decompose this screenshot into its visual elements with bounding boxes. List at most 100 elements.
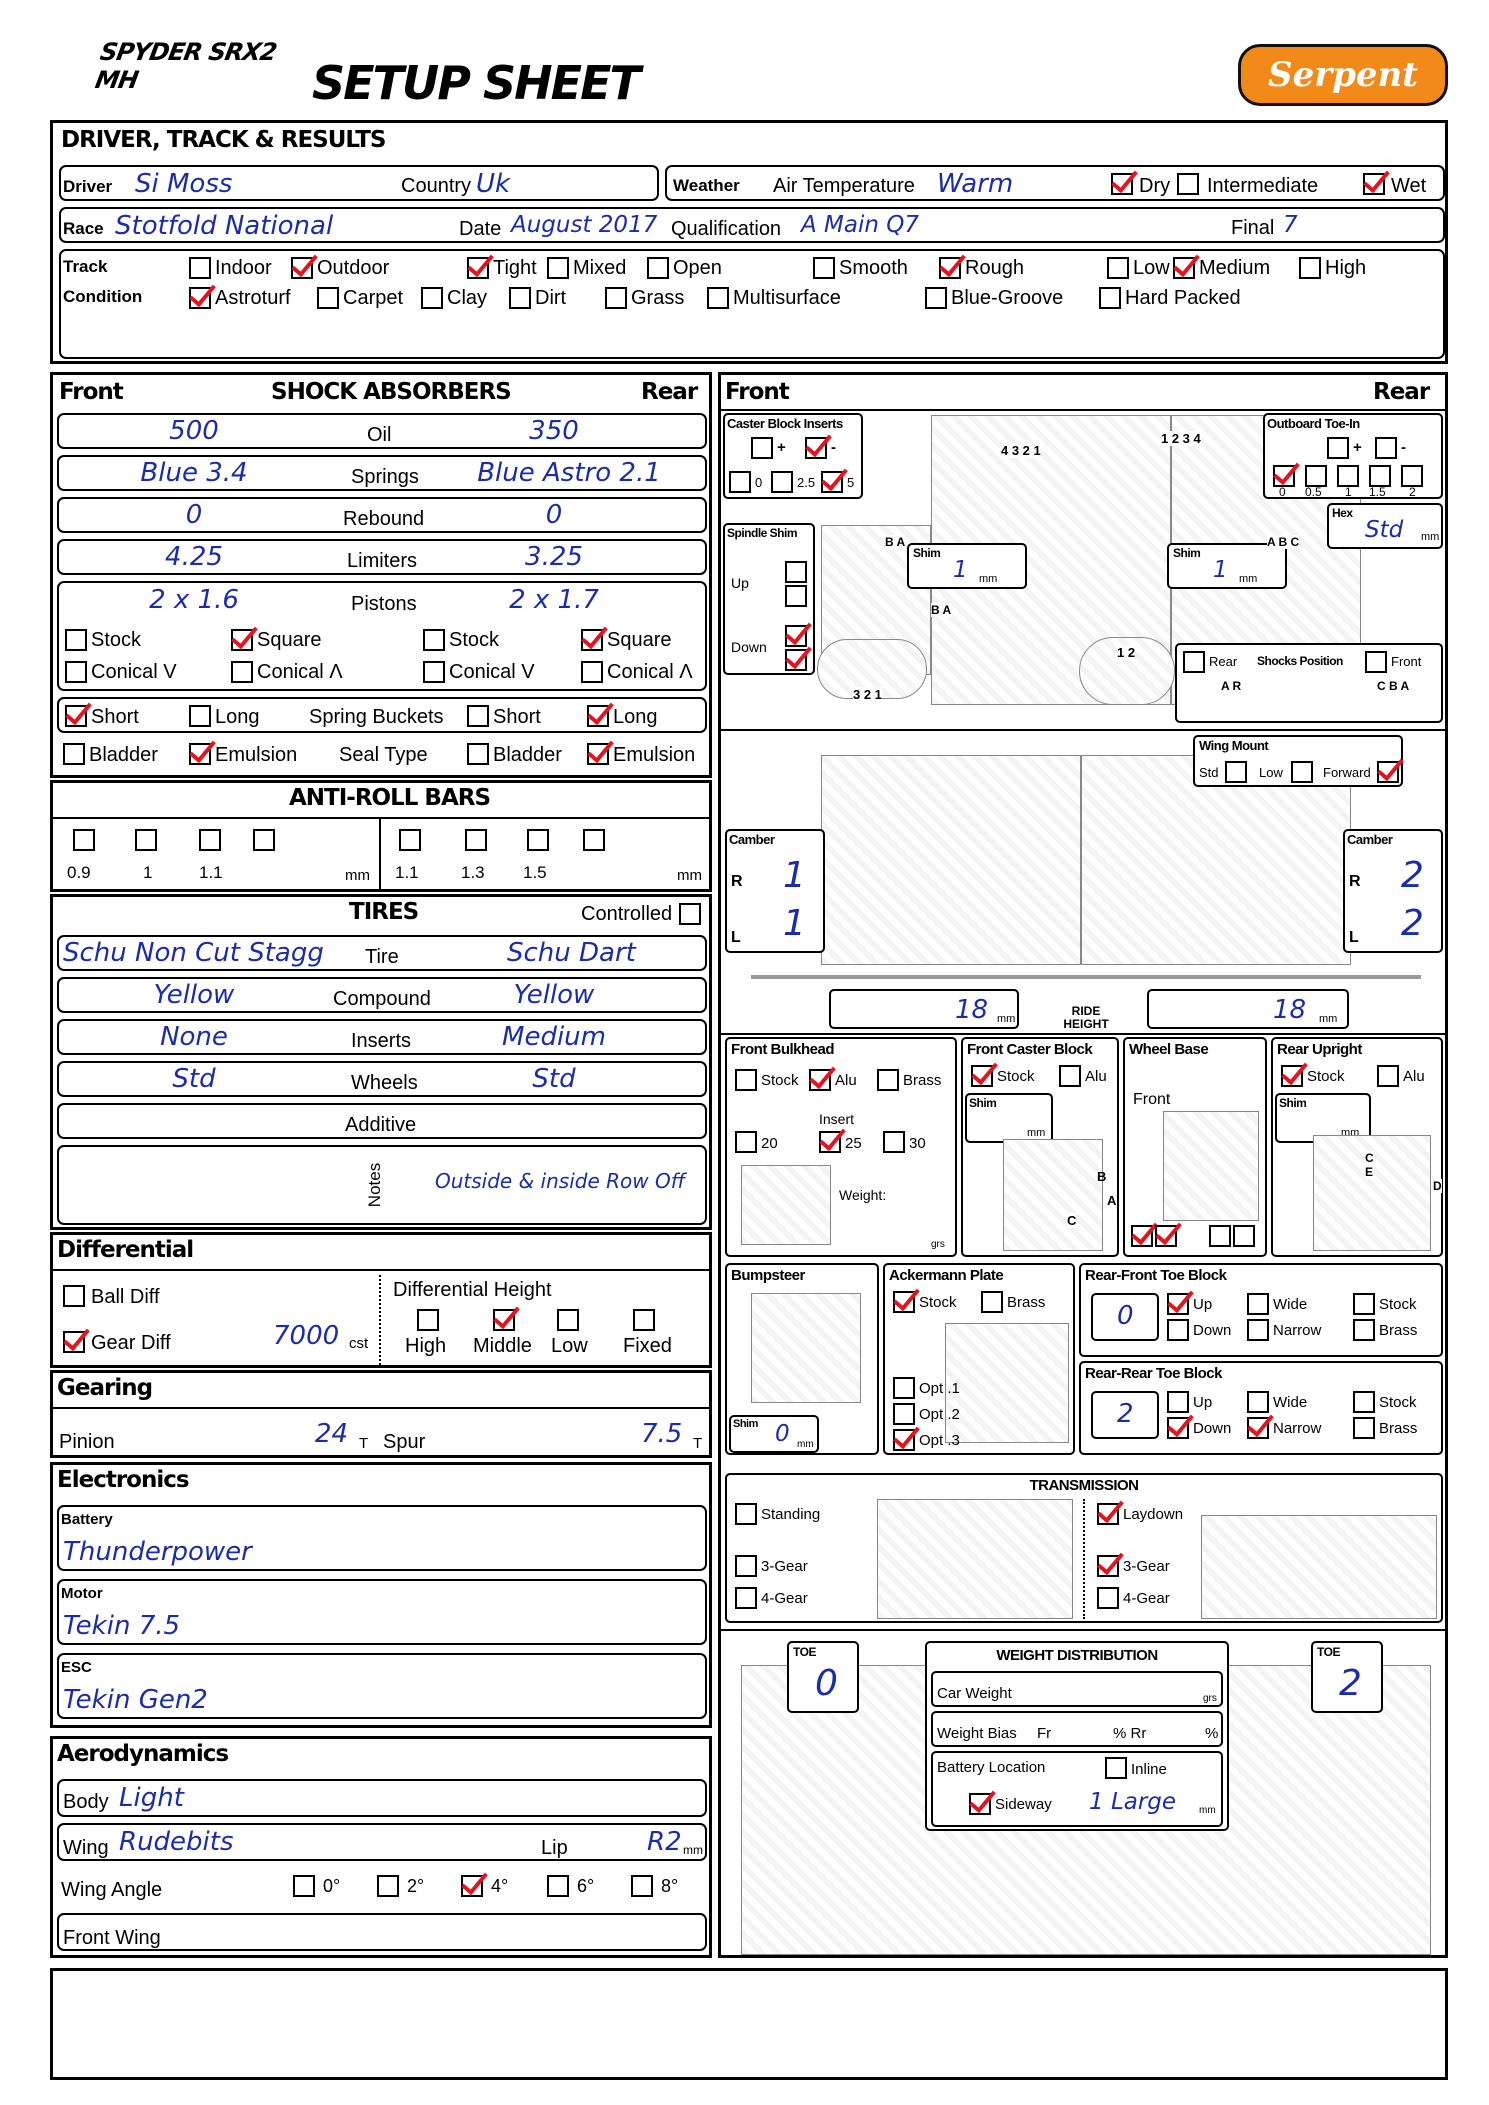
rough-checkbox[interactable] — [939, 257, 961, 279]
compound-rear[interactable]: Yellow — [513, 980, 595, 1010]
front-camber-left-value[interactable]: 1 — [783, 903, 806, 944]
outboard-toe-plus-checkbox[interactable] — [1327, 437, 1349, 459]
motor-value[interactable]: Tekin 7.5 — [63, 1611, 181, 1641]
wing-angle-6-checkbox[interactable] — [547, 1875, 569, 1897]
astroturf-checkbox[interactable] — [189, 287, 211, 309]
arb-rear-extra-checkbox[interactable] — [583, 829, 605, 851]
tire-rear[interactable]: Schu Dart — [507, 938, 636, 968]
ackermann-opt3-checkbox[interactable] — [893, 1429, 915, 1451]
limiters-rear[interactable]: 3.25 — [525, 542, 583, 572]
country-value[interactable]: Uk — [476, 169, 511, 199]
ackermann-opt2-checkbox[interactable] — [893, 1403, 915, 1425]
wheels-rear[interactable]: Std — [532, 1064, 576, 1094]
rear-front-toe-value[interactable]: 0 — [1117, 1301, 1134, 1331]
outboard-toe-0-checkbox[interactable] — [1273, 465, 1295, 487]
ackermann-stock-checkbox[interactable] — [893, 1291, 915, 1313]
mixed-checkbox[interactable] — [547, 257, 569, 279]
open-checkbox[interactable] — [647, 257, 669, 279]
inserts-front[interactable]: None — [160, 1022, 228, 1052]
shock-pos-rear-checkbox[interactable] — [1183, 651, 1205, 673]
pistons-rear[interactable]: 2 x 1.7 — [509, 585, 599, 615]
caster-2.5-checkbox[interactable] — [771, 471, 793, 493]
indoor-checkbox[interactable] — [189, 257, 211, 279]
rf-toe-narrow-checkbox[interactable] — [1247, 1319, 1269, 1341]
hex-value[interactable]: Std — [1365, 517, 1404, 543]
driver-value[interactable]: Si Moss — [135, 169, 233, 199]
bulkhead-insert-25-checkbox[interactable] — [819, 1131, 841, 1153]
caster-block-alu-checkbox[interactable] — [1059, 1065, 1081, 1087]
spur-value[interactable]: 7.5 — [641, 1419, 683, 1449]
wing-angle-0-checkbox[interactable] — [293, 1875, 315, 1897]
rr-toe-wide-checkbox[interactable] — [1247, 1391, 1269, 1413]
arb-rear-1.1-checkbox[interactable] — [399, 829, 421, 851]
outboard-toe-1.5-checkbox[interactable] — [1369, 465, 1391, 487]
rf-toe-stock-checkbox[interactable] — [1353, 1293, 1375, 1315]
diff-oil-value[interactable]: 7000 — [273, 1321, 340, 1351]
rear-camber-right-value[interactable]: 2 — [1401, 855, 1424, 896]
wheel-base-checkbox-2[interactable] — [1155, 1225, 1177, 1247]
bulkhead-brass-checkbox[interactable] — [877, 1069, 899, 1091]
bucket-short-rear-checkbox[interactable] — [467, 705, 489, 727]
intermediate-checkbox[interactable] — [1177, 173, 1199, 195]
transmission-standing-4gear-checkbox[interactable] — [735, 1587, 757, 1609]
wheel-base-checkbox-3[interactable] — [1209, 1225, 1231, 1247]
seal-bladder-rear-checkbox[interactable] — [467, 743, 489, 765]
arb-rear-1.3-checkbox[interactable] — [465, 829, 487, 851]
arb-front-extra-checkbox[interactable] — [253, 829, 275, 851]
arb-front-1-checkbox[interactable] — [135, 829, 157, 851]
diff-height-fixed-checkbox[interactable] — [633, 1309, 655, 1331]
rear-shim-value[interactable]: 1 — [1213, 557, 1228, 583]
piston-square-rear-checkbox[interactable] — [581, 629, 603, 651]
oil-rear[interactable]: 350 — [529, 416, 579, 446]
battery-location-value[interactable]: 1 Large — [1089, 1789, 1177, 1815]
compound-front[interactable]: Yellow — [153, 980, 235, 1010]
transmission-standing-checkbox[interactable] — [735, 1503, 757, 1525]
diff-height-middle-checkbox[interactable] — [493, 1309, 515, 1331]
bulkhead-insert-20-checkbox[interactable] — [735, 1131, 757, 1153]
gear-diff-checkbox[interactable] — [63, 1331, 85, 1353]
controlled-checkbox[interactable] — [679, 903, 701, 925]
dirt-checkbox[interactable] — [509, 287, 531, 309]
piston-conical-v-rear-checkbox[interactable] — [423, 661, 445, 683]
wing-mount-forward-checkbox[interactable] — [1377, 761, 1399, 783]
caster-0-checkbox[interactable] — [729, 471, 751, 493]
pinion-value[interactable]: 24 — [315, 1419, 349, 1449]
front-ride-height-value[interactable]: 18 — [955, 995, 989, 1025]
inserts-rear[interactable]: Medium — [502, 1022, 606, 1052]
wet-checkbox[interactable] — [1363, 173, 1385, 195]
battery-value[interactable]: Thunderpower — [63, 1537, 252, 1567]
battery-sideway-checkbox[interactable] — [969, 1793, 991, 1815]
dry-checkbox[interactable] — [1111, 173, 1133, 195]
hard-packed-checkbox[interactable] — [1099, 287, 1121, 309]
rr-toe-brass-checkbox[interactable] — [1353, 1417, 1375, 1439]
caster-5-checkbox[interactable] — [821, 471, 843, 493]
front-toe-value[interactable]: 0 — [815, 1663, 838, 1704]
rf-toe-down-checkbox[interactable] — [1167, 1319, 1189, 1341]
wing-angle-2-checkbox[interactable] — [377, 1875, 399, 1897]
arb-front-0.9-checkbox[interactable] — [73, 829, 95, 851]
pistons-front[interactable]: 2 x 1.6 — [149, 585, 239, 615]
diff-height-high-checkbox[interactable] — [417, 1309, 439, 1331]
rear-rear-toe-value[interactable]: 2 — [1117, 1399, 1134, 1429]
wing-value[interactable]: Rudebits — [119, 1827, 234, 1857]
piston-conical-v-front-checkbox[interactable] — [65, 661, 87, 683]
blue-groove-checkbox[interactable] — [925, 287, 947, 309]
seal-emulsion-rear-checkbox[interactable] — [587, 743, 609, 765]
air-temp-value[interactable]: Warm — [937, 169, 1014, 199]
body-value[interactable]: Light — [119, 1783, 184, 1813]
carpet-checkbox[interactable] — [317, 287, 339, 309]
smooth-checkbox[interactable] — [813, 257, 835, 279]
caster-minus-checkbox[interactable] — [805, 437, 827, 459]
grass-checkbox[interactable] — [605, 287, 627, 309]
bucket-long-rear-checkbox[interactable] — [587, 705, 609, 727]
rf-toe-wide-checkbox[interactable] — [1247, 1293, 1269, 1315]
oil-front[interactable]: 500 — [169, 416, 219, 446]
transmission-laydown-3gear-checkbox[interactable] — [1097, 1555, 1119, 1577]
springs-rear[interactable]: Blue Astro 2.1 — [477, 458, 661, 488]
rf-toe-brass-checkbox[interactable] — [1353, 1319, 1375, 1341]
arb-front-1.1-checkbox[interactable] — [199, 829, 221, 851]
rr-toe-down-checkbox[interactable] — [1167, 1417, 1189, 1439]
rf-toe-up-checkbox[interactable] — [1167, 1293, 1189, 1315]
wing-angle-8-checkbox[interactable] — [631, 1875, 653, 1897]
piston-conical-a-front-checkbox[interactable] — [231, 661, 253, 683]
